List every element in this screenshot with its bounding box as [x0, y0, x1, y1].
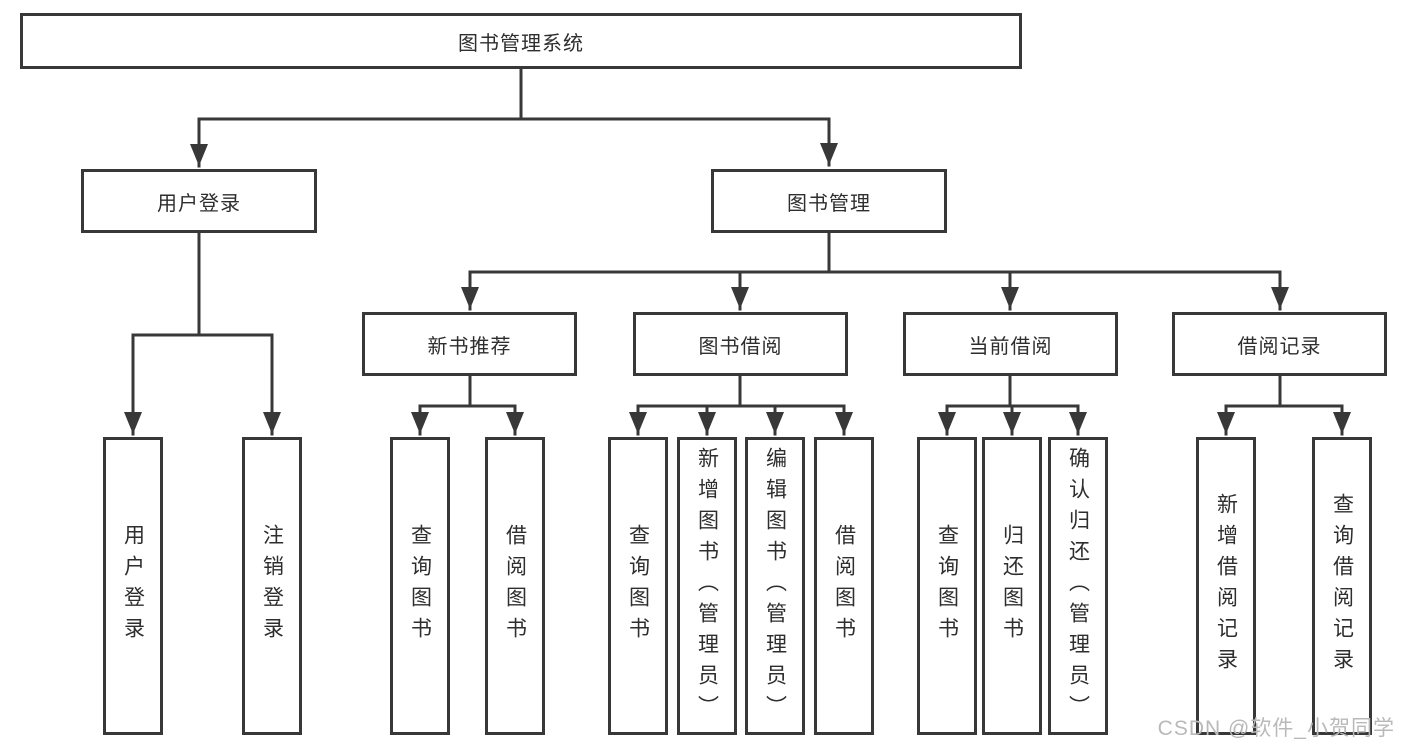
node-leaf-user-login: 用户登录 — [103, 437, 163, 735]
node-leaf-add-books-admin: 新增图书（管理员） — [677, 437, 737, 735]
node-current-borrowing: 当前借阅 — [903, 312, 1118, 376]
node-leaf-confirm-return-admin: 确认归还（管理员） — [1048, 437, 1108, 735]
node-leaf-query-books-recommend: 查询图书 — [390, 437, 450, 735]
node-borrow-records: 借阅记录 — [1172, 312, 1387, 376]
node-leaf-return-books: 归还图书 — [982, 437, 1042, 735]
node-leaf-query-books-current: 查询图书 — [917, 437, 977, 735]
node-book-borrowing: 图书借阅 — [633, 312, 848, 376]
node-leaf-borrow-books-borrowing: 借阅图书 — [814, 437, 874, 735]
node-book-management: 图书管理 — [711, 169, 947, 233]
node-leaf-edit-books-admin: 编辑图书（管理员） — [745, 437, 805, 735]
watermark: CSDN @软件_小贺同学 — [1157, 717, 1395, 740]
node-new-book-recommend: 新书推荐 — [362, 312, 577, 376]
node-leaf-query-books-borrowing: 查询图书 — [608, 437, 668, 735]
node-leaf-add-borrow-record: 新增借阅记录 — [1196, 437, 1256, 735]
node-leaf-borrow-books-recommend: 借阅图书 — [485, 437, 545, 735]
node-user-login: 用户登录 — [81, 169, 317, 233]
node-system-root: 图书管理系统 — [20, 13, 1022, 69]
node-leaf-query-borrow-record: 查询借阅记录 — [1312, 437, 1372, 735]
node-leaf-logout: 注销登录 — [242, 437, 302, 735]
